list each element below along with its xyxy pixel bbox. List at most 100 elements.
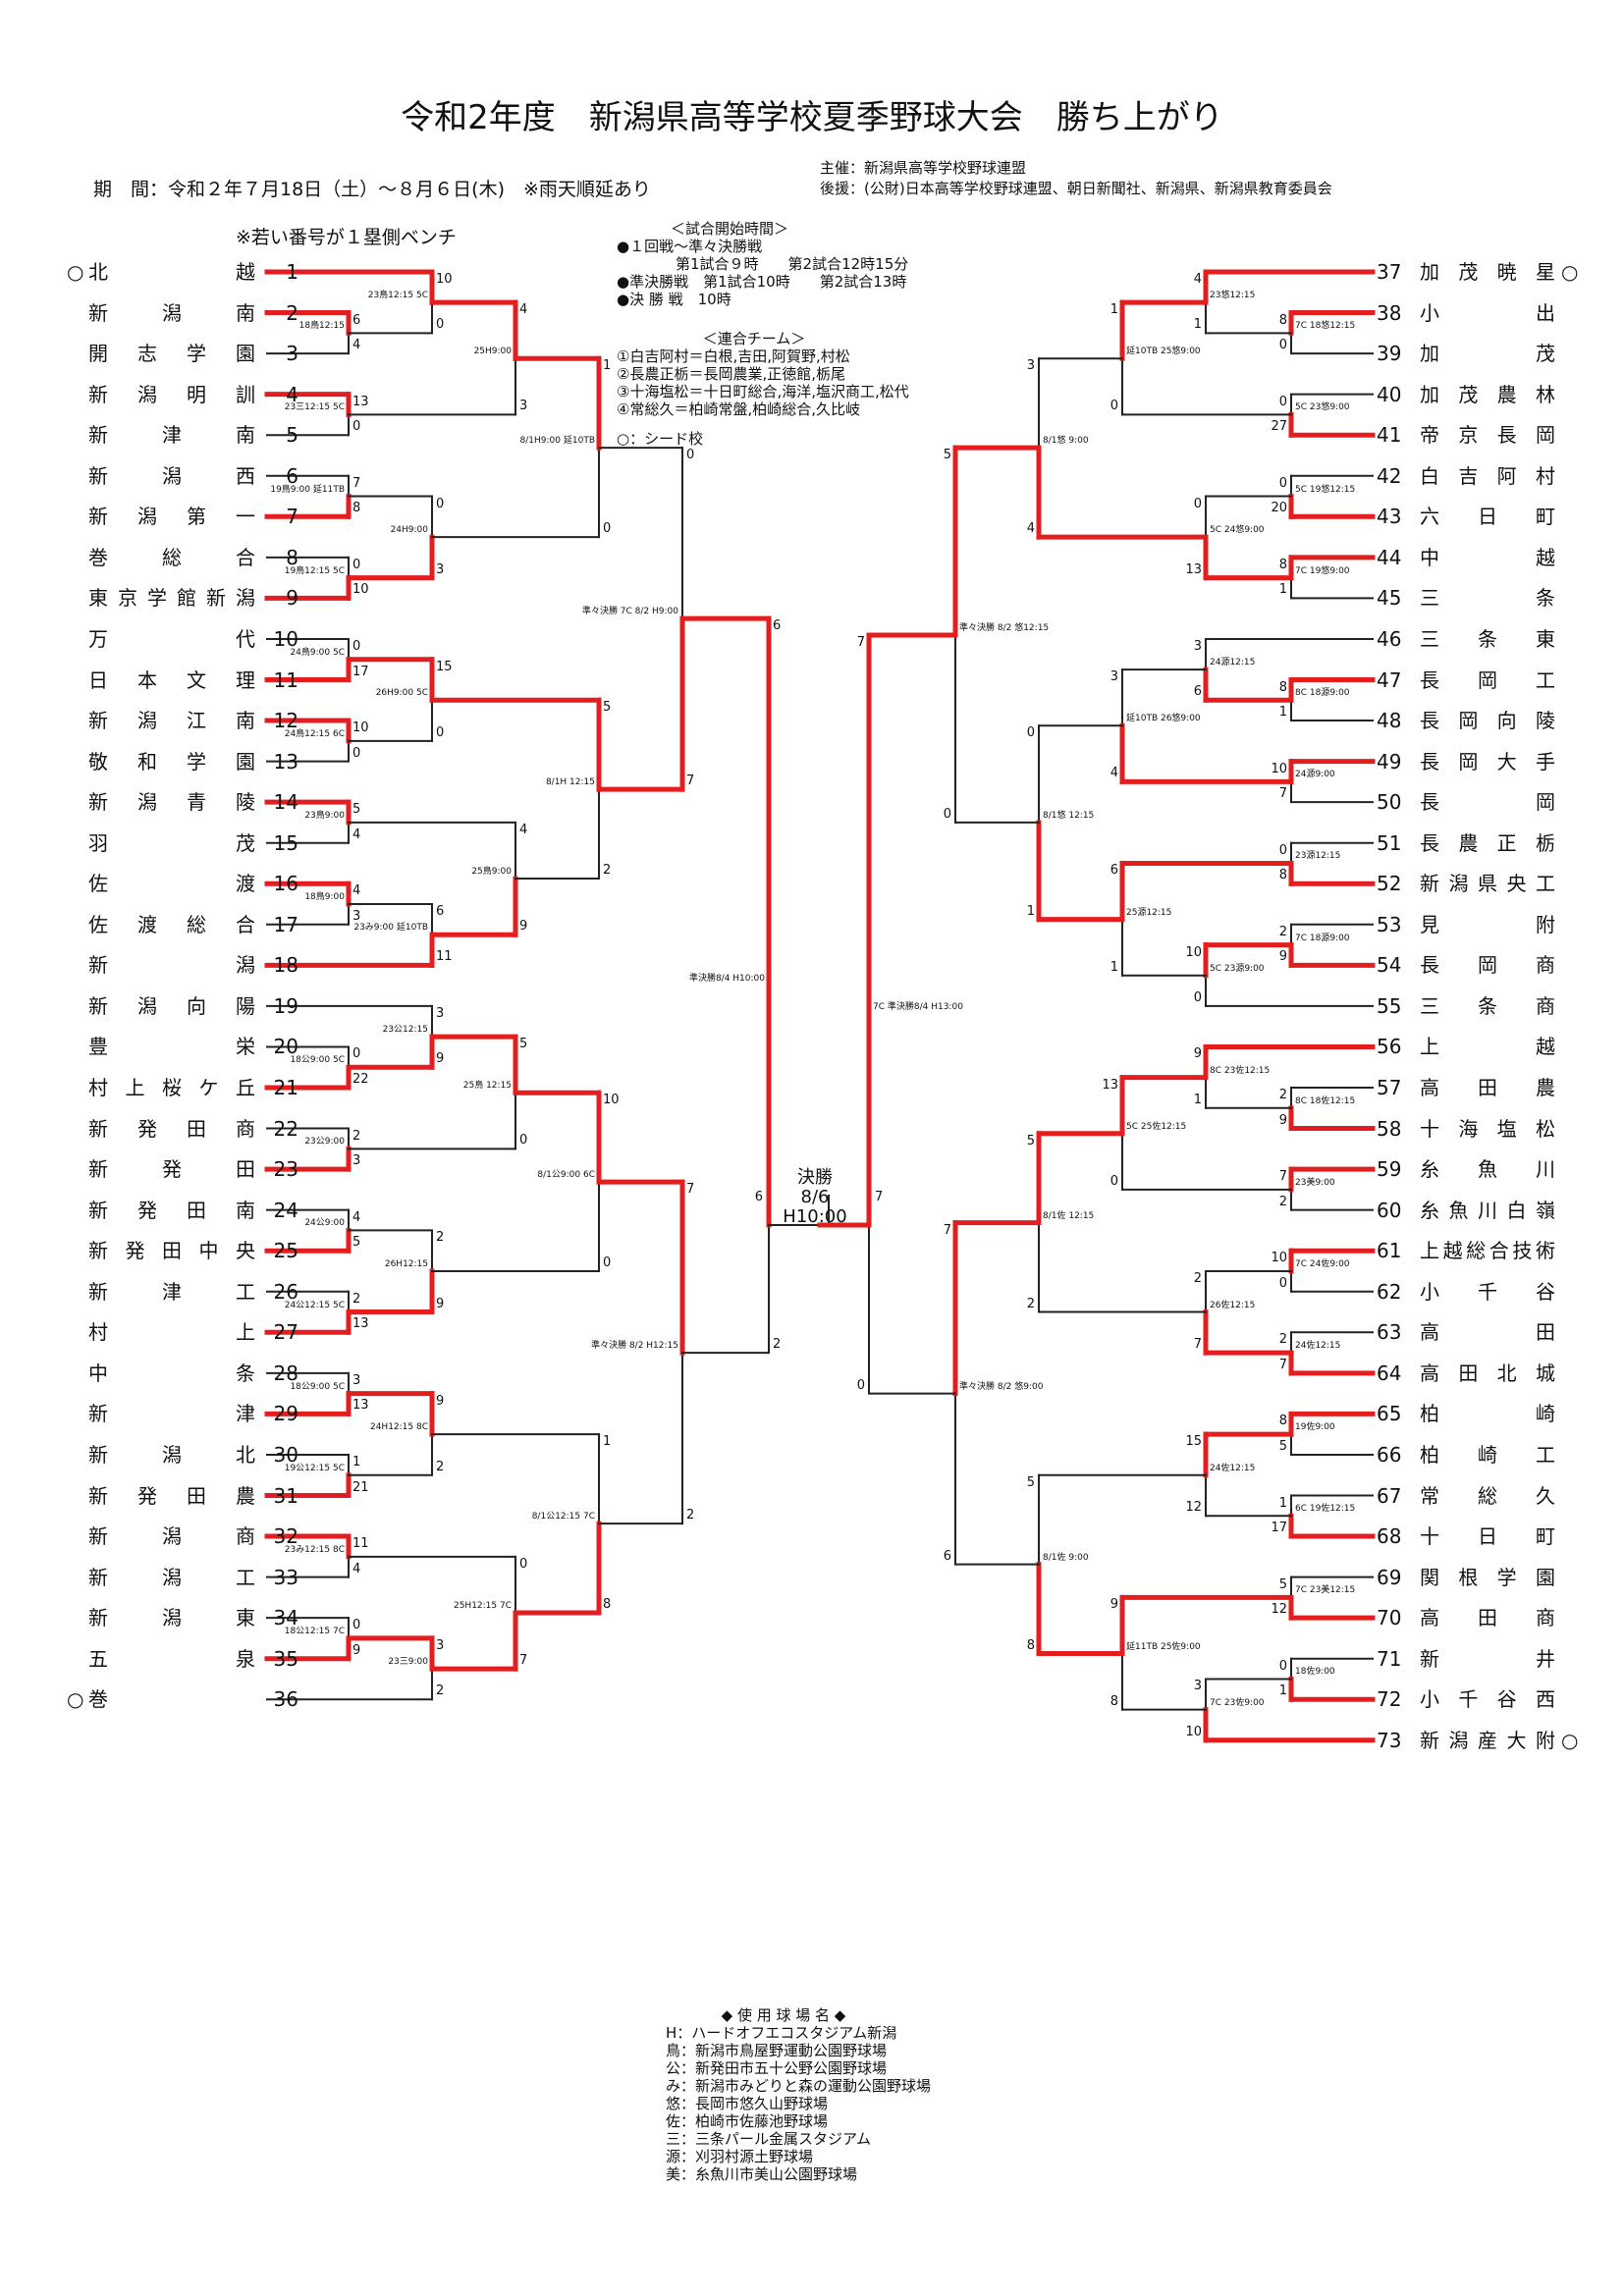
team-name: 北越 (88, 260, 255, 284)
venue-line: 悠：長岡市悠久山野球場 (666, 2095, 829, 2112)
game-info: 8/1佐 12:15 (1043, 1210, 1095, 1221)
team-name: 三条 (1420, 586, 1555, 611)
game-info: 8/1悠 12:15 (1043, 810, 1095, 821)
team-number: 26 (273, 1279, 298, 1304)
sponsors-text: 後援：(公財)日本高等学校野球連盟、朝日新聞社、新潟県、新潟県教育委員会 (820, 180, 1332, 197)
game-info: 24源12:15 (1210, 658, 1256, 668)
game-info: 延11TB 25佐9:00 (1126, 1641, 1201, 1652)
team-number: 54 (1377, 953, 1402, 978)
score-top: 10 (1271, 1251, 1287, 1266)
team-number: 15 (273, 830, 298, 855)
team-number: 67 (1377, 1483, 1402, 1508)
score-top: 0 (1026, 725, 1035, 741)
game-info: 8C 18源9:00 (1295, 688, 1350, 699)
team-number: 13 (273, 749, 298, 774)
game-info: 準々決勝 7C 8/2 H9:00 (581, 607, 678, 617)
team-right: 38 小出 (1377, 300, 1583, 326)
game-info: 19鳥12:15 5C (284, 565, 345, 576)
score-bottom: 4 (1026, 521, 1035, 537)
score-bottom: 3 (519, 399, 528, 414)
final-title: 決勝 (797, 1167, 833, 1188)
score-bottom: 0 (1110, 399, 1118, 414)
team-name: 巻総合 (88, 545, 255, 569)
team-number: 55 (1377, 993, 1402, 1018)
score-top: 0 (686, 448, 695, 463)
score-bottom: 4 (352, 338, 361, 353)
team-name: 万代 (88, 626, 255, 651)
game-info: 25鳥9:00 (471, 867, 512, 878)
team-number: 38 (1377, 300, 1402, 325)
team-number: 1 (286, 260, 298, 284)
game-info: 延10TB 25悠9:00 (1126, 347, 1201, 357)
score-top: 6 (773, 618, 782, 634)
team-number: 16 (273, 872, 298, 896)
team-name: 高田 (1420, 1320, 1555, 1345)
team-name: 新潟商 (88, 1524, 255, 1549)
score-top: 2 (1278, 1088, 1287, 1102)
team-name: 豊栄 (88, 1035, 255, 1059)
score-bottom: 6 (1193, 684, 1202, 700)
score-bottom: 17 (1271, 1521, 1287, 1536)
team-number: 52 (1377, 872, 1402, 896)
team-name: 小千谷 (1420, 1279, 1555, 1304)
team-name: 加茂暁星 (1420, 260, 1555, 284)
score-bottom: 1 (1193, 317, 1202, 333)
schedule-heading: ＜試合開始時間＞ (670, 220, 788, 238)
venue-line: 美：糸魚川市美山公園野球場 (666, 2165, 858, 2183)
score-bottom: 3 (352, 1153, 361, 1169)
team-number: 32 (273, 1524, 298, 1549)
score-top: 3 (1110, 669, 1118, 685)
score-top: 13 (352, 394, 369, 409)
team-name: 佐渡総合 (88, 912, 255, 936)
team-name: 小出 (1420, 300, 1555, 325)
team-name: 日本文理 (88, 667, 255, 692)
team-number: 50 (1377, 790, 1402, 815)
game-info: 18鳥9:00 (304, 892, 345, 903)
team-number: 33 (273, 1565, 298, 1589)
team-number: 11 (273, 667, 298, 692)
score-top: 10 (1271, 761, 1287, 776)
team-number: 51 (1377, 830, 1402, 855)
team-number: 34 (273, 1606, 298, 1630)
team-name: 新潟第一 (88, 505, 255, 529)
score-bottom: 2 (436, 1459, 445, 1474)
score-top: 10 (603, 1093, 620, 1108)
team-number: 57 (1377, 1076, 1402, 1099)
score-bottom: 2 (773, 1337, 782, 1353)
team-name: 関根学園 (1420, 1565, 1555, 1589)
team-name: 見附 (1420, 912, 1555, 936)
venue-line: 源：刈羽村源土野球場 (666, 2148, 814, 2165)
score-top: 9 (1193, 1046, 1202, 1062)
game-info: 8/1公9:00 6C (537, 1170, 595, 1181)
team-number: 22 (273, 1116, 298, 1141)
score-bottom: 10 (1185, 1724, 1202, 1739)
team-name: 羽茂 (88, 830, 255, 855)
score-top: 0 (352, 638, 361, 654)
game-info: 延10TB 26悠9:00 (1126, 714, 1201, 724)
team-number: 49 (1377, 749, 1402, 774)
game-info: 23三12:15 5C (284, 402, 345, 413)
score-bottom: 2 (1026, 1296, 1035, 1311)
game-info: 18鳥12:15 (298, 321, 345, 332)
team-name: 佐渡 (88, 872, 255, 896)
score-bottom: 6 (943, 1548, 951, 1564)
